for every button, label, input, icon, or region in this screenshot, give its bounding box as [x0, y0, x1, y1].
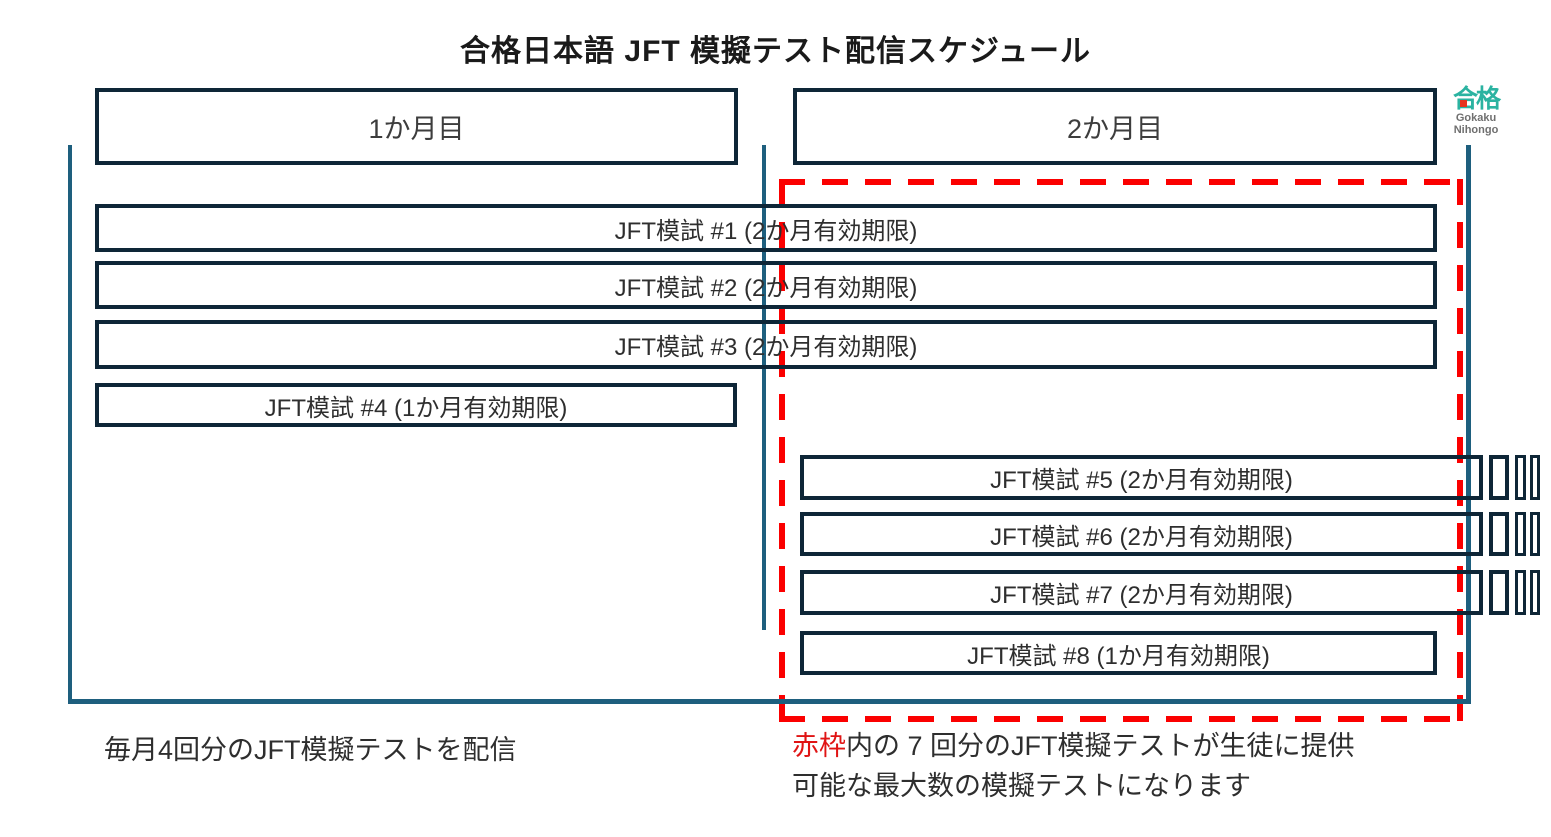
caption-red-frame-highlight: 赤枠: [792, 731, 846, 761]
bar7-continuation-fragment: [1489, 570, 1509, 615]
bar5-continuation-fragment: [1515, 455, 1526, 500]
page-title: 合格日本語 JFT 模擬テスト配信スケジュール: [460, 35, 1091, 68]
test-bar-2: JFT模試 #2 (2か月有効期限): [95, 261, 1437, 309]
logo-name-line2: Nihongo: [1453, 124, 1499, 136]
test-bar-7: JFT模試 #7 (2か月有効期限): [800, 570, 1483, 615]
bar6-continuation-fragment: [1515, 512, 1526, 556]
caption-red-frame-note: 赤枠内の 7 回分のJFT模擬テストが生徒に提供 可能な最大数の模擬テストになり…: [792, 726, 1355, 806]
month2-header-box: 2か月目: [793, 88, 1437, 165]
test-bar-6: JFT模試 #6 (2か月有効期限): [800, 512, 1483, 556]
logo-name-line1: Gokaku: [1455, 112, 1497, 124]
bar5-continuation-fragment: [1530, 455, 1540, 500]
axis-bottom-horizontal-line: [68, 699, 1471, 704]
axis-right-vertical-line: [1466, 145, 1471, 704]
month1-label: 1か月目: [368, 114, 465, 144]
test-bar-5-label: JFT模試 #5 (2か月有効期限): [990, 467, 1293, 494]
test-bar-3-label: JFT模試 #3 (2か月有効期限): [614, 334, 918, 361]
test-bar-1-label: JFT模試 #1 (2か月有効期限): [614, 217, 918, 245]
bar5-continuation-fragment: [1489, 455, 1509, 500]
test-bar-4-label: JFT模試 #4 (1か月有効期限): [264, 394, 568, 422]
test-bar-3: JFT模試 #3 (2か月有効期限): [95, 320, 1437, 369]
highlight-red-dashed-rect: [779, 179, 1463, 722]
caption-month1-delivery: 毎月4回分のJFT模擬テストを配信: [104, 735, 517, 765]
month1-header-box: 1か月目: [95, 88, 738, 165]
test-bar-2-label: JFT模試 #2 (2か月有効期限): [614, 274, 918, 302]
caption-red-frame-line1-rest: 内の 7 回分のJFT模擬テストが生徒に提供: [846, 731, 1355, 761]
caption-red-frame-line2: 可能な最大数の模擬テストになります: [792, 771, 1251, 801]
test-bar-7-label: JFT模試 #7 (2か月有効期限): [990, 582, 1293, 609]
gokaku-nihongo-logo: 合格 Gokaku Nihongo: [1444, 86, 1508, 136]
bar6-continuation-fragment: [1489, 512, 1509, 556]
red-rect-right-edge: [1457, 179, 1463, 722]
axis-left-vertical-line: [68, 145, 72, 704]
logo-red-dot-icon: [1459, 100, 1467, 107]
axis-month-divider-line: [762, 145, 766, 630]
test-bar-8: JFT模試 #8 (1か月有効期限): [800, 631, 1437, 675]
red-rect-top-edge: [779, 179, 1463, 185]
bar6-continuation-fragment: [1530, 512, 1540, 556]
test-bar-1: JFT模試 #1 (2か月有効期限): [95, 204, 1437, 252]
test-bar-5: JFT模試 #5 (2か月有効期限): [800, 455, 1483, 500]
test-bar-6-label: JFT模試 #6 (2か月有効期限): [990, 523, 1293, 551]
logo-kanji-icon: 合格: [1452, 85, 1501, 113]
month2-label: 2か月目: [1066, 114, 1164, 144]
bar7-continuation-fragment: [1530, 570, 1540, 615]
caption-red-frame-line1: 赤枠内の 7 回分のJFT模擬テストが生徒に提供: [792, 726, 1355, 766]
red-rect-left-edge: [779, 179, 785, 722]
bar7-continuation-fragment: [1515, 570, 1526, 615]
red-rect-bottom-edge: [779, 716, 1463, 722]
test-bar-4: JFT模試 #4 (1か月有効期限): [95, 383, 737, 427]
test-bar-8-label: JFT模試 #8 (1か月有効期限): [967, 642, 1270, 670]
